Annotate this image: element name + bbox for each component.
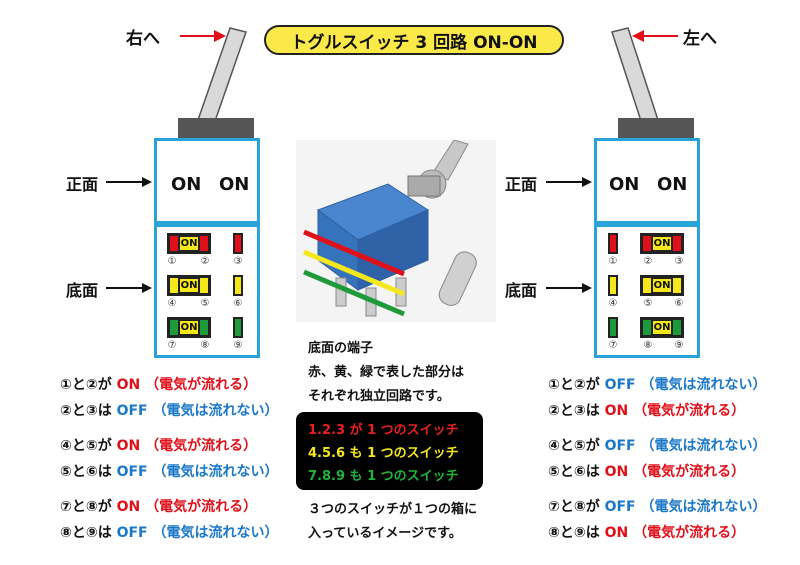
right-num-7: ⑦ (608, 340, 618, 351)
footer-line-2: 入っているイメージです。 (308, 526, 462, 541)
left-arrow-icon (632, 30, 678, 42)
left-num-1: ① (167, 256, 177, 267)
right-num-5: ⑤ (643, 298, 653, 309)
right-front-label: 正面 (505, 175, 538, 194)
right-num-1: ① (608, 256, 618, 267)
right-direction-label: 左へ (683, 29, 717, 49)
left-front-arrow-icon (106, 177, 152, 187)
right-front-face: ON ON (594, 138, 700, 224)
left-front-on-2: ON (219, 174, 250, 195)
note-line-2: それぞれ独立回路です。 (308, 389, 450, 404)
left-num-7: ⑦ (167, 340, 177, 351)
right-front-on-2: ON (657, 174, 688, 195)
left-terminal-3 (233, 233, 243, 254)
note-title: 底面の端子 (308, 341, 374, 356)
right-terminal-2-3-on: ON (640, 233, 684, 254)
left-status-line-3: ④と⑤が ON （電気が流れる） (60, 438, 258, 454)
left-status-line-2: ②と③は OFF （電気は流れない） (60, 403, 279, 419)
right-num-8: ⑧ (643, 340, 653, 351)
right-toggle-lever (611, 27, 694, 140)
right-terminal-7 (608, 317, 618, 338)
right-on-tag-row2: ON (652, 279, 672, 292)
left-num-8: ⑧ (200, 340, 210, 351)
left-status-line-6: ⑧と⑨は OFF （電気は流れない） (60, 525, 279, 541)
right-status-line-1: ①と②が OFF （電気は流れない） (548, 377, 767, 393)
right-front-arrow-icon (546, 177, 592, 187)
left-num-4: ④ (167, 298, 177, 309)
circuit-legend: 1.2.3 が 1 つのスイッチ 4.5.6 も 1 つのスイッチ 7.8.9 … (296, 412, 483, 490)
right-on-tag-row3: ON (652, 321, 672, 334)
toggle-switch-photo (296, 140, 496, 322)
left-front-label: 正面 (66, 175, 99, 194)
right-front-on-1: ON (609, 174, 640, 195)
right-num-4: ④ (608, 298, 618, 309)
legend-line-1: 1.2.3 が 1 つのスイッチ (308, 423, 459, 438)
right-status-line-6: ⑧と⑨は ON （電気が流れる） (548, 525, 746, 541)
right-arrow-icon (180, 30, 226, 42)
left-toggle-lever (178, 27, 254, 140)
right-num-2: ② (643, 256, 653, 267)
left-terminal-9 (233, 317, 243, 338)
left-num-5: ⑤ (200, 298, 210, 309)
title-banner: トグルスイッチ 3 回路 ON-ON (264, 25, 564, 55)
left-num-9: ⑨ (233, 340, 243, 351)
right-num-3: ③ (674, 256, 684, 267)
legend-line-2: 4.5.6 も 1 つのスイッチ (308, 446, 459, 461)
right-bottom-arrow-icon (546, 283, 592, 293)
left-bottom-label: 底面 (66, 281, 99, 300)
legend-line-3: 7.8.9 も 1 つのスイッチ (308, 469, 459, 484)
right-terminal-5-6-on: ON (640, 275, 684, 296)
right-num-9: ⑨ (674, 340, 684, 351)
right-terminal-4 (608, 275, 618, 296)
left-terminal-1-2-on: ON (167, 233, 211, 254)
left-terminal-6 (233, 275, 243, 296)
left-num-3: ③ (233, 256, 243, 267)
right-status-line-3: ④と⑤が OFF （電気は流れない） (548, 438, 767, 454)
right-bottom-label: 底面 (505, 281, 538, 300)
left-num-6: ⑥ (233, 298, 243, 309)
left-terminal-7-8-on: ON (167, 317, 211, 338)
left-front-on-1: ON (171, 174, 202, 195)
left-direction-label: 右へ (126, 29, 160, 49)
left-on-tag-row3: ON (179, 321, 199, 334)
note-line-1: 赤、黄、緑で表した部分は (308, 365, 465, 380)
left-on-tag-row2: ON (179, 279, 199, 292)
right-status-line-4: ⑤と⑥は ON （電気が流れる） (548, 464, 746, 480)
right-status-line-2: ②と③は ON （電気が流れる） (548, 403, 746, 419)
left-status-line-5: ⑦と⑧が ON （電気が流れる） (60, 499, 258, 515)
left-status-line-4: ⑤と⑥は OFF （電気は流れない） (60, 464, 279, 480)
right-num-6: ⑥ (674, 298, 684, 309)
footer-line-1: ３つのスイッチが１つの箱に (308, 502, 478, 517)
title-text: トグルスイッチ 3 回路 ON-ON (290, 32, 538, 53)
left-status-line-1: ①と②が ON （電気が流れる） (60, 377, 258, 393)
right-status-line-5: ⑦と⑧が OFF （電気は流れない） (548, 499, 767, 515)
left-bottom-arrow-icon (106, 283, 152, 293)
left-terminal-4-5-on: ON (167, 275, 211, 296)
left-num-2: ② (200, 256, 210, 267)
left-front-face: ON ON (154, 138, 260, 224)
right-on-tag-row1: ON (652, 237, 672, 250)
right-terminal-8-9-on: ON (640, 317, 684, 338)
left-on-tag-row1: ON (179, 237, 199, 250)
right-terminal-1 (608, 233, 618, 254)
